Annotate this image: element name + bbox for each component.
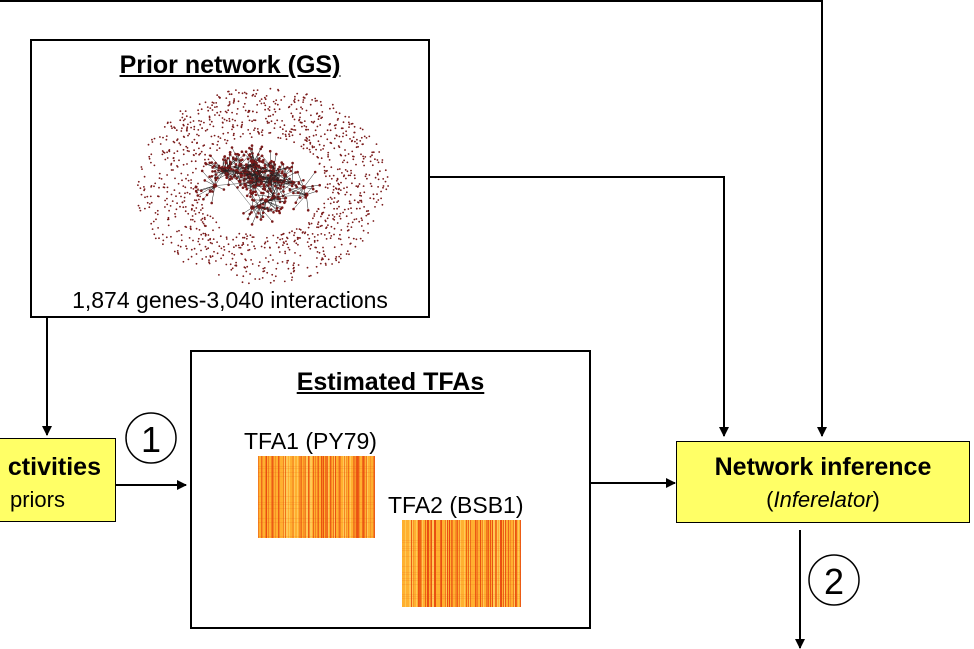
prior-network-title: Prior network (GS) bbox=[119, 51, 341, 79]
top-feedback-arrow bbox=[0, 0, 827, 437]
step-2-circle bbox=[808, 554, 860, 606]
estimated-tfas-title: Estimated TFAs bbox=[296, 368, 485, 396]
activities-box: ctivities priors bbox=[0, 438, 116, 522]
inferelator-name: Inferelator bbox=[773, 487, 873, 512]
tfa2-heatmap bbox=[402, 520, 521, 607]
tfa2-label: TFA2 (BSB1) bbox=[388, 492, 524, 518]
step-1-label: 1 bbox=[141, 419, 161, 460]
step-1-circle bbox=[125, 412, 177, 464]
network-inference-title: Network inference bbox=[714, 453, 932, 481]
tfa1-heatmap bbox=[258, 456, 375, 538]
activities-line2: priors bbox=[9, 487, 65, 512]
activities-line1: ctivities bbox=[7, 453, 101, 481]
network-inference-box: Network inference (Inferelator) bbox=[676, 441, 970, 523]
subtitle-open-paren: ( bbox=[766, 487, 774, 512]
prior-network-box: Prior network (GS) 1,874 genes-3,040 int… bbox=[30, 39, 430, 318]
prior-to-inference-arrow bbox=[429, 176, 729, 437]
tfa1-label: TFA1 (PY79) bbox=[244, 428, 377, 454]
network-graph-image bbox=[137, 87, 389, 285]
step-2-label: 2 bbox=[824, 561, 844, 602]
network-inference-subtitle: (Inferelator) bbox=[677, 487, 969, 513]
subtitle-close-paren: ) bbox=[872, 487, 880, 512]
prior-network-caption: 1,874 genes-3,040 interactions bbox=[72, 287, 388, 313]
estimated-tfas-box: Estimated TFAs TFA1 (PY79) TFA2 (BSB1) bbox=[190, 350, 591, 629]
